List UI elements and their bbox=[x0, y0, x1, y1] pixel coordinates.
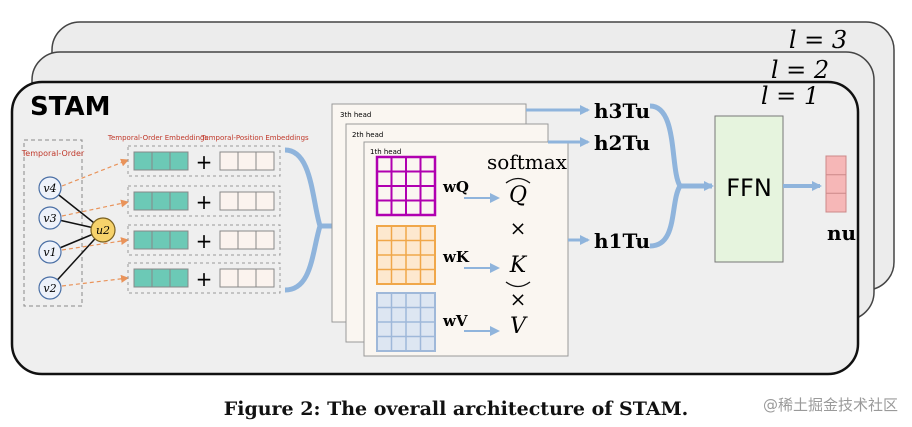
times-1: × bbox=[510, 216, 527, 240]
svg-text:v3: v3 bbox=[43, 212, 56, 225]
stam-title: STAM bbox=[30, 92, 110, 122]
item-node: v2 bbox=[38, 276, 62, 300]
svg-text:v2: v2 bbox=[43, 282, 56, 295]
weight-v-label: wV bbox=[442, 312, 468, 330]
weight-k-label: wK bbox=[442, 248, 470, 266]
temporal-position-embeddings-label: Temporal-Position Embeddings bbox=[200, 134, 309, 142]
output-label: nu bbox=[827, 221, 856, 245]
temporal-order-embeddings-label: Temporal-Order Embeddings bbox=[107, 134, 209, 142]
svg-text:u2: u2 bbox=[96, 224, 110, 237]
temporal-order-title: Temporal-Order bbox=[21, 149, 85, 158]
head-2-label: 2th head bbox=[352, 131, 383, 139]
item-node: v4 bbox=[38, 176, 62, 200]
head-1-output: h1Tu bbox=[594, 229, 650, 253]
svg-text:+: + bbox=[196, 229, 213, 253]
ffn-label: FFN bbox=[726, 174, 772, 202]
output-vector bbox=[825, 155, 847, 213]
item-node: v1 bbox=[38, 240, 62, 264]
svg-text:v1: v1 bbox=[43, 246, 56, 259]
head-1-label: 1th head bbox=[370, 148, 401, 156]
query-matrix bbox=[375, 155, 437, 217]
embedding-row: + bbox=[127, 224, 281, 256]
ffn-box bbox=[714, 115, 784, 263]
softmax-label: softmax bbox=[487, 150, 568, 174]
item-node: v3 bbox=[38, 206, 62, 230]
term-k: K bbox=[509, 253, 528, 278]
svg-text:v4: v4 bbox=[43, 182, 56, 195]
softmax-brace bbox=[505, 177, 531, 184]
head-3-label: 3th head bbox=[340, 111, 371, 119]
embedding-row: + bbox=[127, 185, 281, 217]
svg-text:+: + bbox=[196, 267, 213, 291]
embedding-links bbox=[61, 158, 129, 287]
head-2-output: h2Tu bbox=[594, 131, 650, 155]
temporal-order-box bbox=[23, 139, 83, 307]
center-user-node: u2 bbox=[90, 217, 116, 243]
layer-3-label: l = 3 bbox=[789, 26, 847, 54]
figure-caption: Figure 2: The overall architecture of ST… bbox=[223, 398, 689, 420]
svg-text:+: + bbox=[196, 150, 213, 174]
svg-text:+: + bbox=[196, 190, 213, 214]
term-v: V bbox=[510, 314, 528, 339]
value-matrix bbox=[376, 292, 436, 352]
architecture-diagram: l = 3 l = 2 l = 1 STAM Temporal-Order v4… bbox=[10, 21, 895, 376]
times-2: × bbox=[510, 287, 527, 311]
embedding-row: + bbox=[127, 262, 281, 294]
layer-1-label: l = 1 bbox=[761, 82, 819, 110]
term-q: Q bbox=[509, 183, 527, 208]
head-3-output: h3Tu bbox=[594, 99, 650, 123]
key-matrix bbox=[376, 225, 436, 285]
weight-q-label: wQ bbox=[442, 178, 469, 196]
layer-2-label: l = 2 bbox=[771, 56, 829, 84]
watermark: @稀土掘金技术社区 bbox=[762, 396, 898, 414]
transpose-brace bbox=[505, 281, 531, 288]
embedding-row: + bbox=[127, 145, 281, 177]
